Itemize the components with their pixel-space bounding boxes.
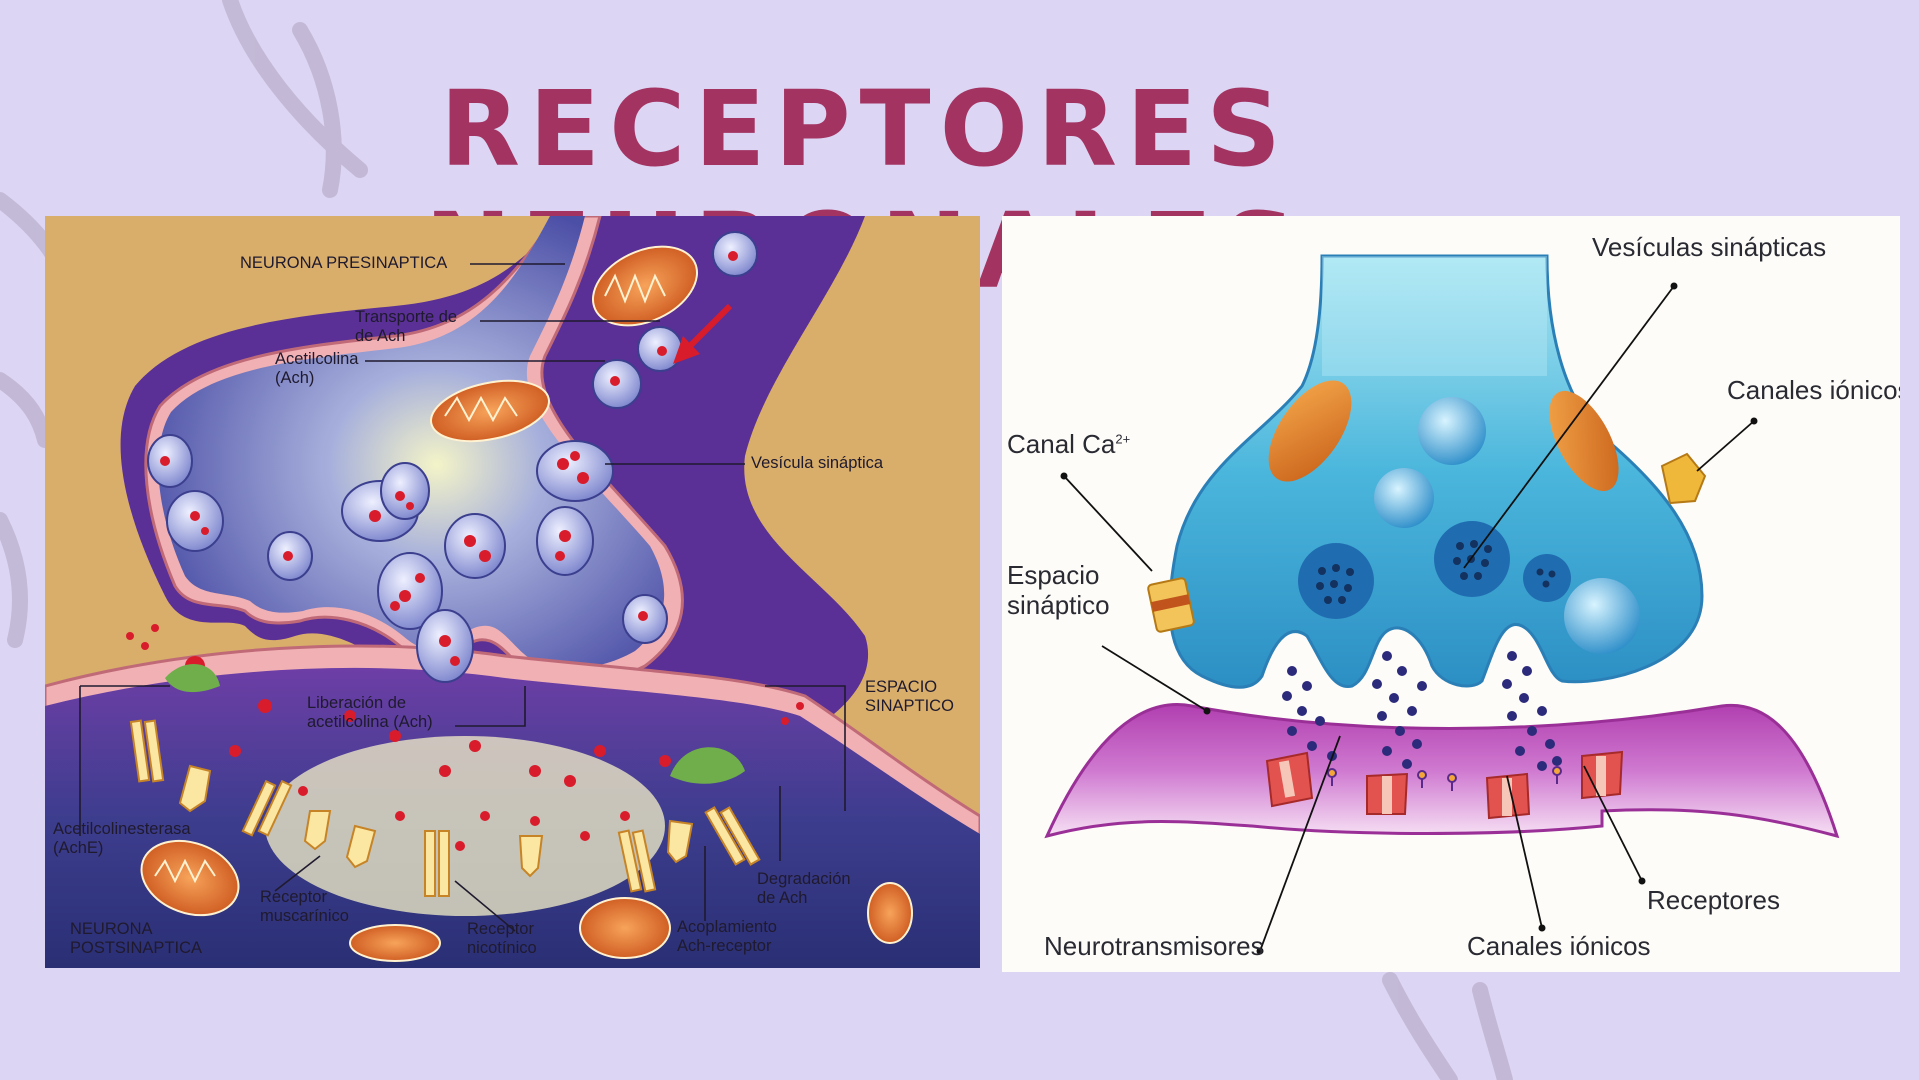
calcium-channel-charge: 2+ bbox=[1115, 431, 1131, 447]
synaptic-vesicles-label: Vesículas sinápticas bbox=[1592, 232, 1827, 262]
receptors-label: Receptores bbox=[1647, 885, 1780, 915]
ach-release-label: Liberación de acetilcolina (Ach) bbox=[307, 694, 433, 731]
ach-transport-label: Transporte de de Ach bbox=[355, 308, 458, 345]
synapse-illustration bbox=[1044, 254, 1840, 955]
acetylcholine-synapse-diagram: NEURONA PRESINAPTICA Transporte de de Ac… bbox=[45, 216, 980, 968]
postsynaptic-neuron-label: NEURONA POSTSINAPTICA bbox=[70, 920, 203, 957]
presynaptic-neuron-label: NEURONA PRESINAPTICA bbox=[240, 254, 448, 272]
neurotransmission-diagram: Vesículas sinápticas Canales iónicos Can… bbox=[1002, 216, 1900, 972]
ion-channels-bottom-label: Canales iónicos bbox=[1467, 931, 1651, 961]
synaptic-space-label: Espacio sináptico bbox=[1007, 560, 1110, 620]
ion-channels-top-label: Canales iónicos bbox=[1727, 375, 1900, 405]
calcium-channel-prefix: Canal Ca bbox=[1007, 429, 1116, 459]
acetylcholine-label: Acetilcolina (Ach) bbox=[275, 350, 359, 387]
ach-degradation-label: Degradación de Ach bbox=[757, 870, 851, 907]
acetylcholine-synapse-illustration bbox=[45, 216, 980, 968]
nicotinic-receptor-label: Receptor nicotínico bbox=[467, 920, 537, 957]
calcium-channel-label: Canal Ca2+ bbox=[1007, 429, 1131, 460]
muscarinic-receptor-label: Receptor muscarínico bbox=[260, 888, 349, 925]
ach-receptor-coupling-label: Acoplamiento Ach-receptor bbox=[677, 918, 777, 955]
neurotransmitters-label: Neurotransmisores bbox=[1044, 931, 1264, 961]
synaptic-vesicle-label: Vesícula sináptica bbox=[751, 454, 884, 472]
acetylcholinesterase-label: Acetilcolinesterasa (AchE) bbox=[53, 820, 191, 857]
synaptic-space-label: ESPACIO SINAPTICO bbox=[865, 678, 954, 715]
